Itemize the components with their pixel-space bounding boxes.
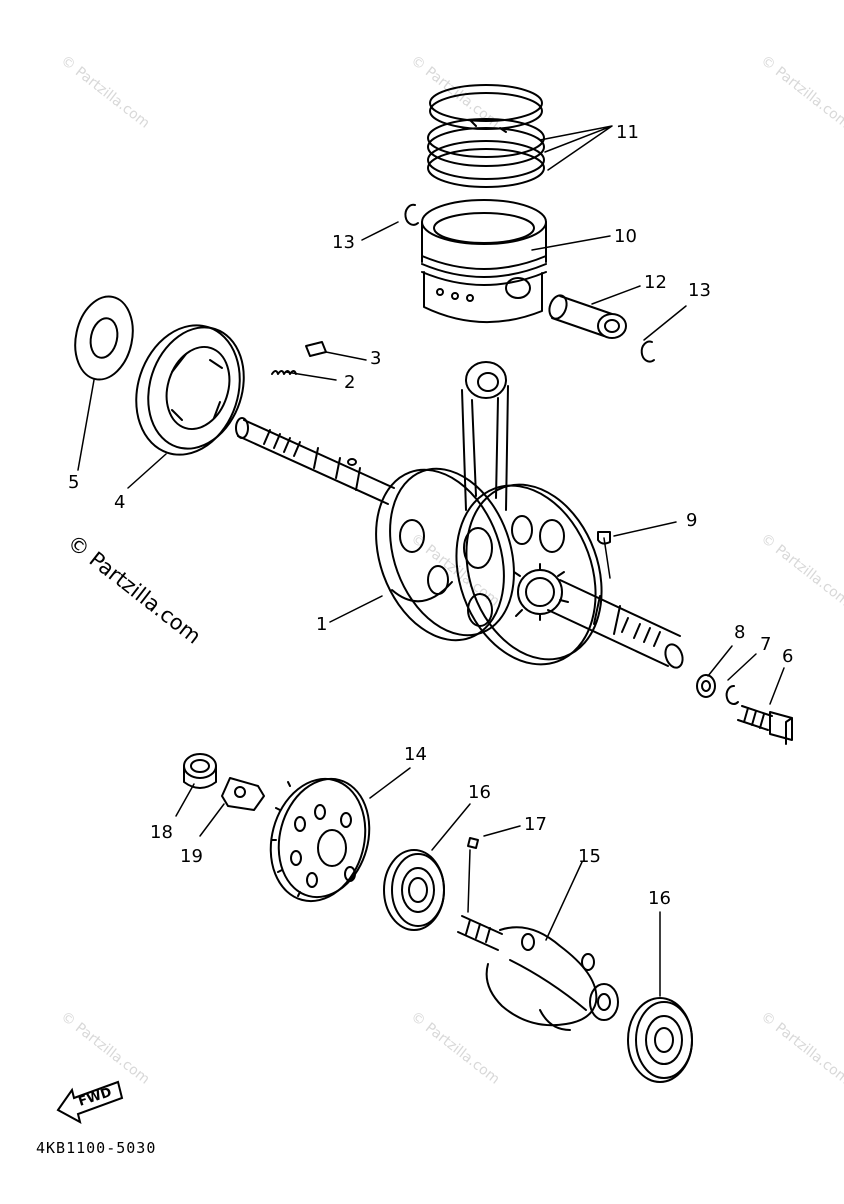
watermark: © Partzilla.com [758,53,844,132]
balancer-gear-14 [269,777,371,903]
callout-9: 9 [686,510,697,531]
piston-pin [548,294,627,339]
watermark: © Partzilla.com [758,1009,844,1088]
callout-8: 8 [734,622,745,643]
callout-13: 13 [688,280,711,301]
washer-5 [74,295,134,381]
watermark: © Partzilla.com [758,531,844,610]
circlip-upper [404,203,419,226]
callout-18: 18 [150,822,173,843]
circlip-right [640,340,655,363]
bearing-16-left [383,849,445,931]
callout-15: 15 [578,846,601,867]
callout-7: 7 [760,634,771,655]
bolt-6 [737,705,793,745]
balancer-shaft-15 [457,915,619,1031]
bushing-18 [183,753,217,789]
watermark: © Partzilla.com [408,1009,503,1088]
watermark: © Partzilla.com [58,53,153,132]
callout-16: 16 [648,888,671,909]
callout-5: 5 [68,472,79,493]
washer-8 [696,674,716,698]
callout-14: 14 [404,744,427,765]
one-way-clutch-4 [135,324,245,456]
callout-3: 3 [370,348,381,369]
watermark: © Partzilla.com [58,1009,153,1088]
piston-rings [427,84,545,188]
fwd-arrow-icon: FWD [56,1080,124,1124]
callout-13: 13 [332,232,355,253]
callout-11: 11 [616,122,639,143]
pin-3 [305,341,327,357]
callout-17: 17 [524,814,547,835]
callout-6: 6 [782,646,793,667]
callout-10: 10 [614,226,637,247]
lock-washer-7 [725,685,739,705]
callout-12: 12 [644,272,667,293]
callout-16: 16 [468,782,491,803]
callout-2: 2 [344,372,355,393]
spring-2 [271,370,297,375]
diagram-code: 4KB1100-5030 [36,1139,157,1157]
callout-labels: 11 13 10 12 13 3 2 5 4 9 1 8 7 6 14 16 1… [68,122,793,909]
piston [421,199,547,323]
leader-lines [77,125,785,997]
callout-19: 19 [180,846,203,867]
woodruff-key-9 [597,531,611,545]
crankshaft [235,361,684,669]
bearing-16-right [627,997,693,1083]
callout-4: 4 [114,492,125,513]
callout-1: 1 [316,614,327,635]
key-17 [467,837,479,849]
watermark-large: © Partzilla.com [63,530,205,649]
watermarks: © Partzilla.com © Partzilla.com © Partzi… [58,53,844,1088]
plate-19 [221,777,265,811]
